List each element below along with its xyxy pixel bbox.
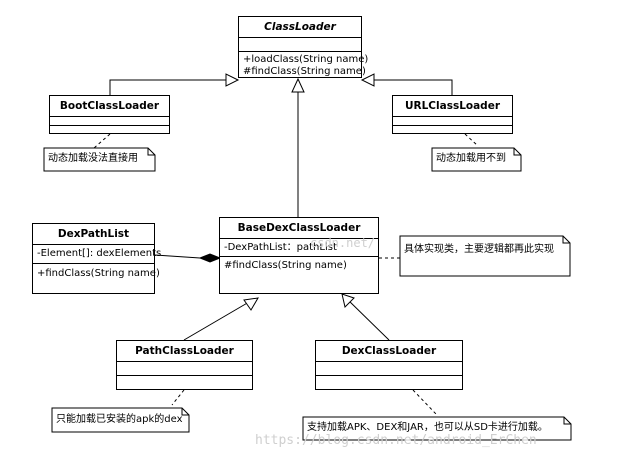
note-basedex: 具体实现类，主要逻辑都再此实现 bbox=[404, 244, 554, 255]
class-urlclassloader: URLClassLoader bbox=[392, 95, 513, 134]
attributes-section: -DexPathList：pathList bbox=[220, 239, 378, 257]
method-findclass: +findClass(String name) bbox=[37, 268, 160, 279]
class-pathclassloader: PathClassLoader bbox=[116, 340, 253, 390]
inherit-arrowhead-boot bbox=[225, 73, 240, 87]
method-findclass: #findClass(String name) bbox=[224, 260, 347, 271]
attributes-section bbox=[393, 117, 512, 126]
composition-line bbox=[154, 254, 201, 259]
composition-diamond bbox=[198, 253, 222, 263]
methods-section: +loadClass(String name) #findClass(Strin… bbox=[239, 52, 369, 80]
class-name: ClassLoader bbox=[239, 17, 361, 38]
note-dex: 支持加载APK、DEX和JAR，也可以从SD卡进行加载。 bbox=[307, 422, 548, 433]
note-shape-path bbox=[51, 407, 190, 433]
note-anchor-path bbox=[171, 389, 185, 406]
method-findclass: #findClass(String name) bbox=[243, 66, 366, 77]
attributes-section: -Element[]: dexElements bbox=[33, 245, 162, 264]
field-pathlist: -DexPathList：pathList bbox=[224, 242, 337, 253]
inherit-line-dexcl bbox=[345, 297, 390, 341]
class-name: URLClassLoader bbox=[393, 96, 512, 117]
class-name: DexPathList bbox=[33, 224, 154, 245]
class-name: BootClassLoader bbox=[50, 96, 169, 117]
note-shape-dex bbox=[302, 416, 572, 441]
methods-section bbox=[117, 376, 252, 390]
watermark-url: https://blog.csdn.net/android_ErChen bbox=[255, 433, 537, 448]
attributes-section bbox=[316, 362, 462, 376]
note-anchor-boot bbox=[93, 133, 111, 149]
watermark-middle: csdn.net/ bbox=[310, 236, 376, 250]
class-classloader: ClassLoader +loadClass(String name) #fin… bbox=[238, 16, 369, 80]
inherit-line-path bbox=[183, 301, 250, 341]
class-name: PathClassLoader bbox=[117, 341, 252, 362]
class-name: DexClassLoader bbox=[316, 341, 462, 362]
field-dexelements: -Element[]: dexElements bbox=[37, 248, 162, 259]
class-bootclassloader: BootClassLoader bbox=[49, 95, 170, 134]
class-dexclassloader: DexClassLoader bbox=[315, 340, 463, 390]
class-basedexclassloader: BaseDexClassLoader -DexPathList：pathList… bbox=[219, 217, 379, 294]
note-path: 只能加载已安装的apk的dex bbox=[56, 414, 183, 425]
note-anchor-url bbox=[464, 133, 479, 147]
note-anchor-dex bbox=[412, 389, 437, 415]
class-name: BaseDexClassLoader bbox=[220, 218, 378, 239]
method-loadclass: +loadClass(String name) bbox=[243, 54, 369, 65]
note-shape-basedex bbox=[399, 235, 571, 277]
inherit-line-boot bbox=[109, 79, 238, 95]
methods-section bbox=[393, 126, 512, 134]
methods-section bbox=[316, 376, 462, 390]
attributes-section bbox=[239, 38, 361, 52]
inherit-arrowhead-dexcl bbox=[341, 293, 355, 308]
note-shape-url bbox=[431, 147, 522, 172]
methods-section bbox=[50, 126, 169, 134]
note-boot: 动态加载没法直接用 bbox=[48, 153, 138, 164]
inherit-arrowhead-basedex bbox=[291, 77, 305, 93]
attributes-section bbox=[117, 362, 252, 376]
methods-section: +findClass(String name) bbox=[33, 264, 160, 282]
inherit-arrowhead-path bbox=[243, 297, 259, 311]
class-dexpathlist: DexPathList -Element[]: dexElements +fin… bbox=[32, 223, 162, 294]
methods-section: #findClass(String name) bbox=[220, 257, 378, 274]
attributes-section bbox=[50, 117, 169, 126]
inherit-line-url bbox=[362, 79, 453, 95]
note-shape-boot bbox=[43, 147, 156, 172]
note-url: 动态加载用不到 bbox=[436, 153, 506, 164]
inherit-arrowhead-url bbox=[360, 73, 375, 87]
